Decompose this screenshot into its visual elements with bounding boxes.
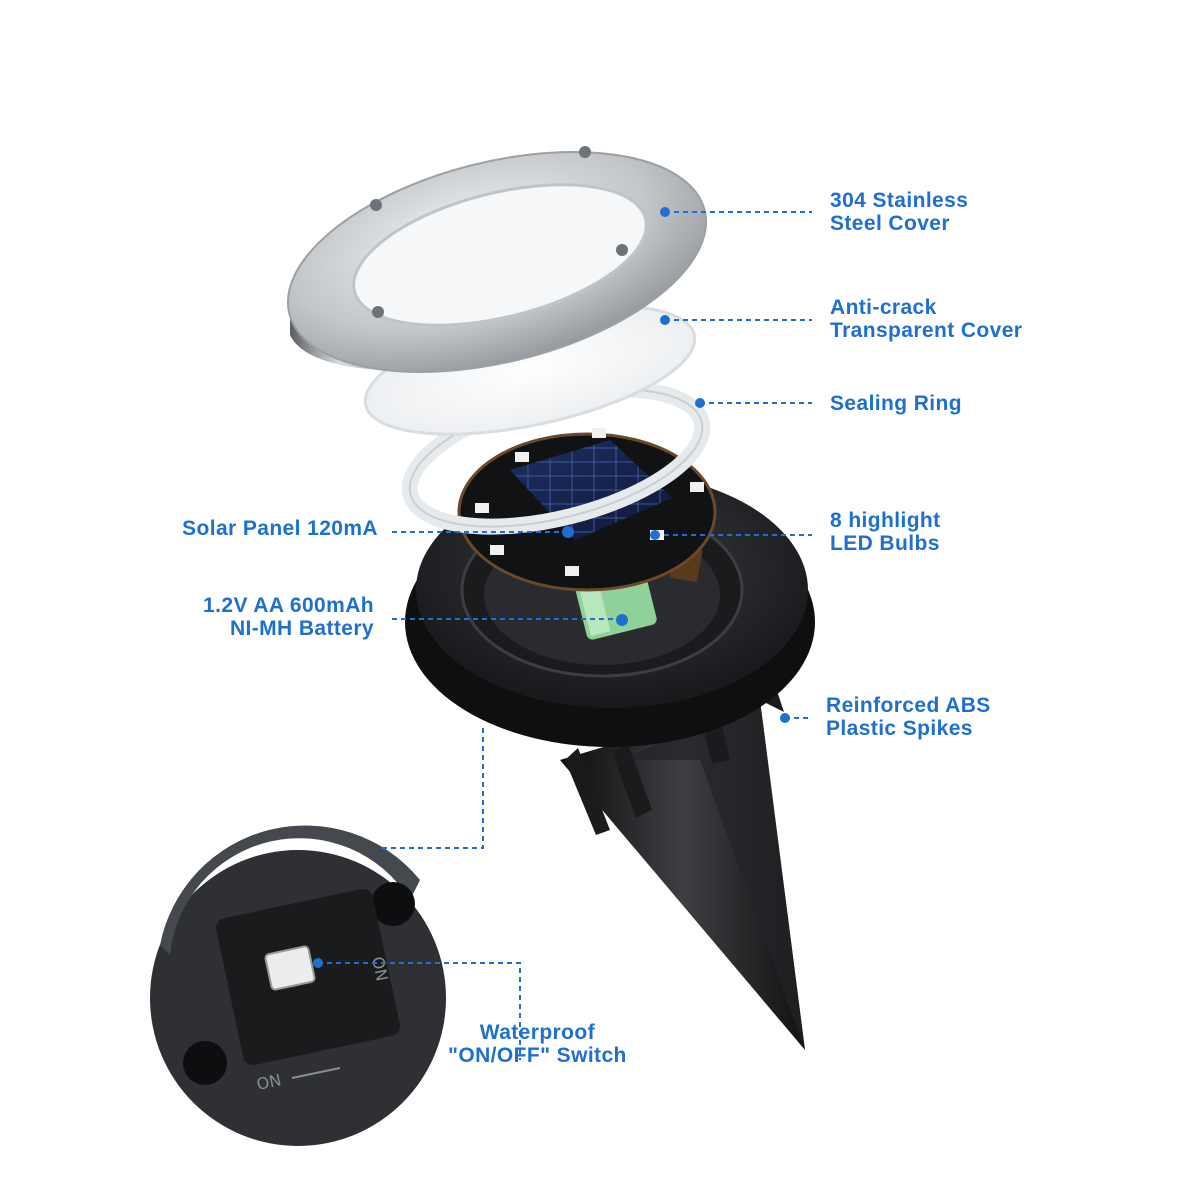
leader-line-switch [318, 962, 521, 1060]
label-led-bulbs-line-1: 8 highlight [830, 509, 941, 532]
leader-dot-transparent-cover [660, 315, 670, 325]
leader-line-switch-zoom [378, 728, 484, 849]
label-sealing-ring: Sealing Ring [830, 392, 962, 415]
switch-marking-on-right: ON [368, 955, 392, 983]
label-switch-line-2: "ON/OFF" Switch [448, 1044, 627, 1067]
label-steel-cover-line-1: 304 Stainless [830, 189, 969, 212]
label-led-bulbs: 8 highlight LED Bulbs [830, 509, 941, 555]
leader-dot-sealing-ring [695, 398, 705, 408]
stainless-steel-cover [286, 146, 708, 373]
label-spikes-line-1: Reinforced ABS [826, 694, 991, 717]
leader-dot-steel-cover [660, 207, 670, 217]
label-transparent-cover-line-2: Transparent Cover [830, 319, 1023, 342]
label-spikes-line-2: Plastic Spikes [826, 717, 973, 740]
label-led-bulbs-line-2: LED Bulbs [830, 532, 940, 555]
label-battery: 1.2V AA 600mAh NI-MH Battery [203, 594, 374, 640]
leader-dot-spikes [780, 713, 790, 723]
label-solar-panel: Solar Panel 120mA [182, 517, 378, 540]
label-battery-line-2: NI-MH Battery [229, 617, 374, 640]
leader-dots [650, 207, 790, 723]
label-steel-cover-line-2: Steel Cover [830, 212, 950, 235]
label-battery-line-1: 1.2V AA 600mAh [203, 594, 374, 617]
label-switch: Waterproof "ON/OFF" Switch [448, 1021, 627, 1067]
label-transparent-cover: Anti-crack Transparent Cover [830, 296, 1022, 342]
label-switch-line-1: Waterproof [479, 1021, 595, 1044]
solar-panel-disc [457, 428, 717, 592]
label-solar-panel-line-1: Solar Panel 120mA [182, 517, 378, 540]
leader-dot-led-bulbs [650, 530, 660, 540]
switch-detail-zoom: ON ON [150, 825, 446, 1146]
switch-marking-on-left: ON [255, 1070, 283, 1094]
label-sealing-ring-line-1: Sealing Ring [830, 392, 962, 415]
label-transparent-cover-line-1: Anti-crack [830, 296, 937, 319]
label-steel-cover: 304 Stainless Steel Cover [830, 189, 968, 235]
label-spikes: Reinforced ABS Plastic Spikes [826, 694, 991, 740]
leader-lines [318, 211, 812, 1060]
